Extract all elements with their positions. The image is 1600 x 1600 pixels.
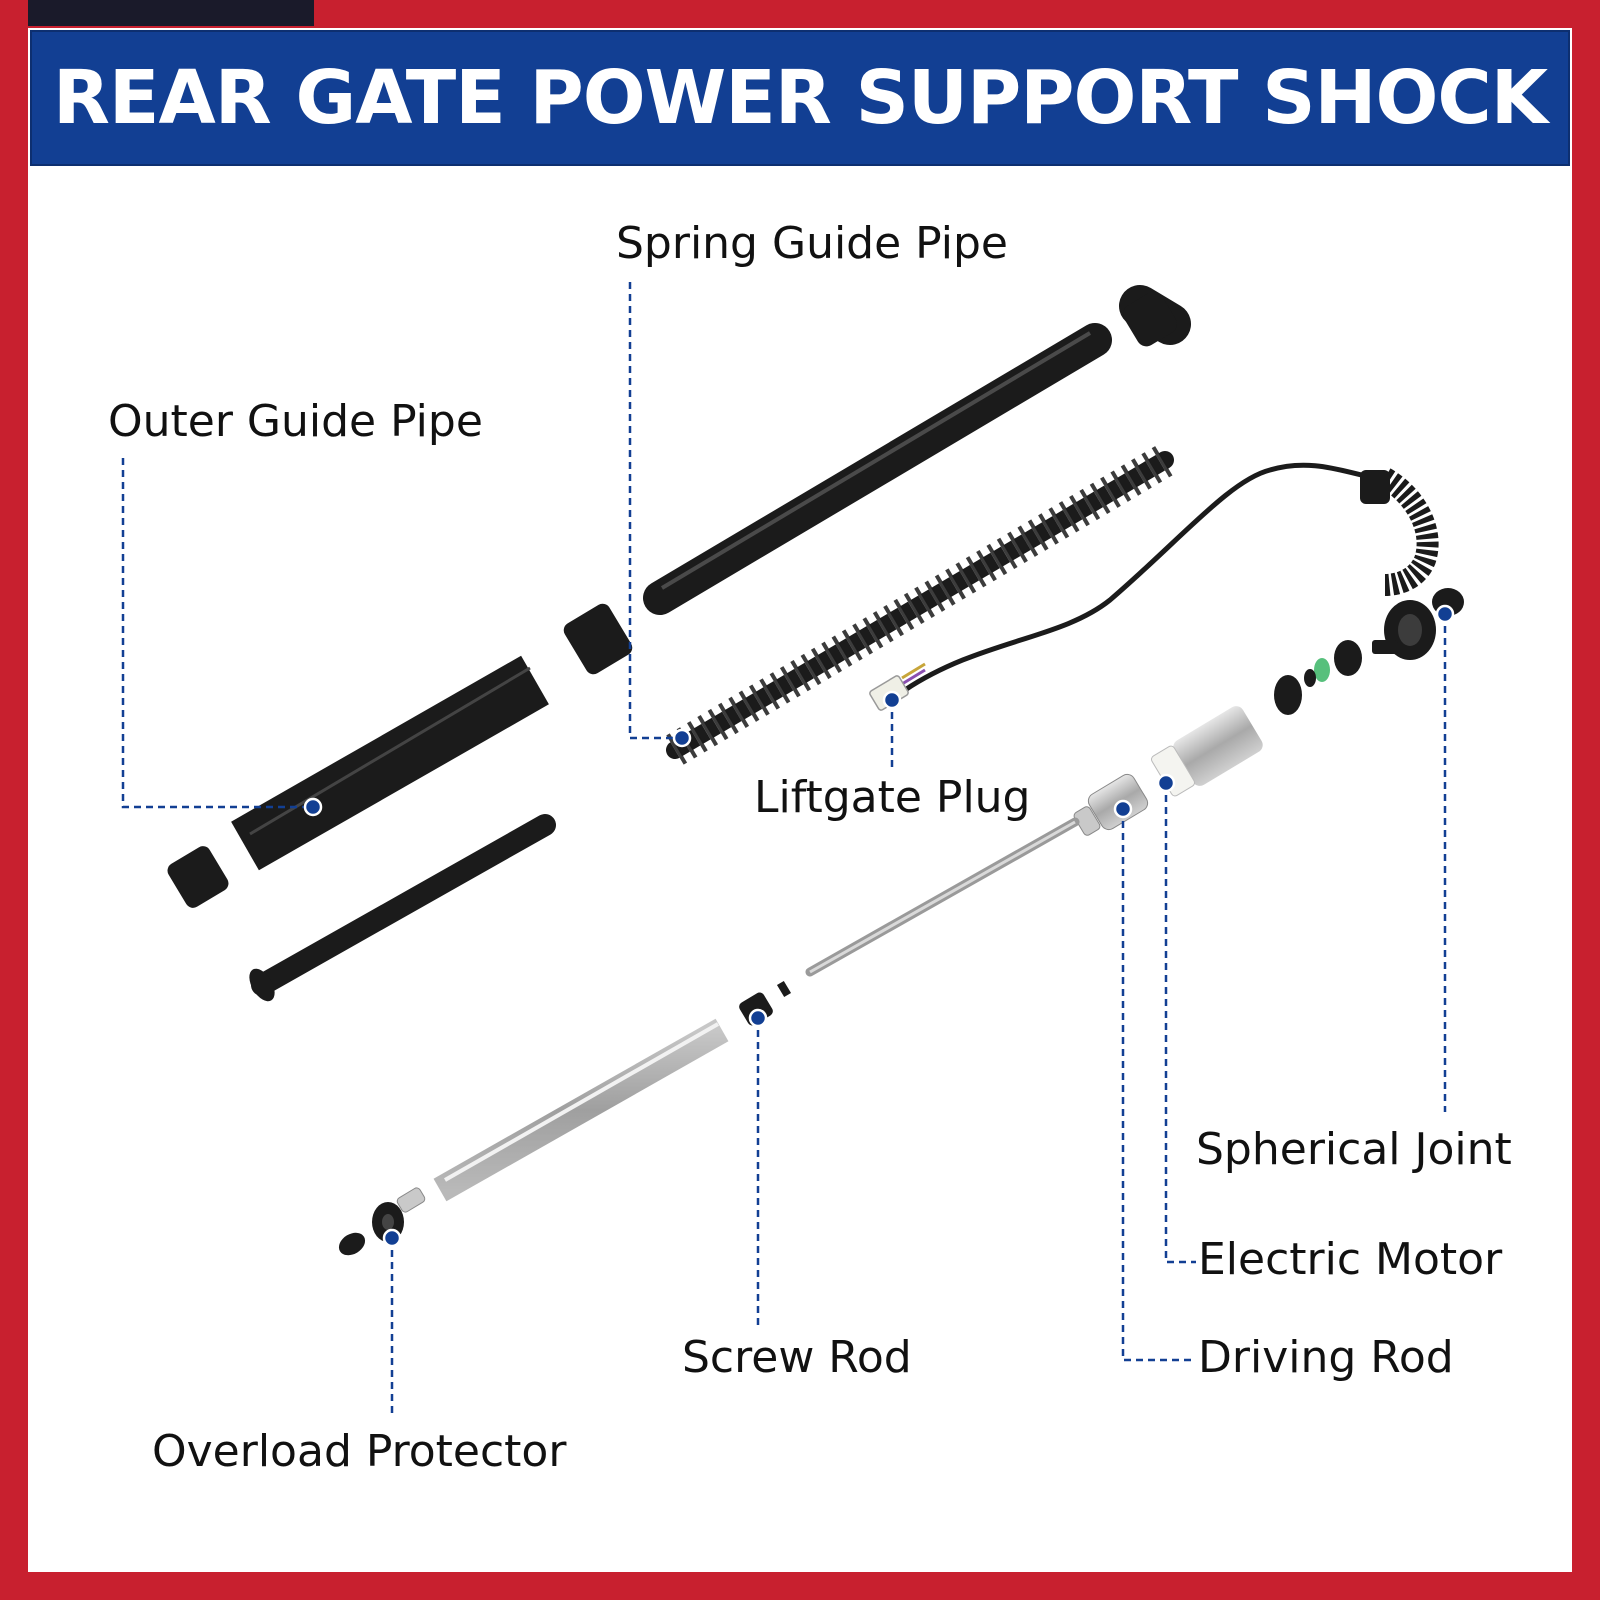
dot-screw-rod [748, 1008, 768, 1028]
leader-spring-guide-pipe [628, 282, 682, 740]
dot-outer-guide-pipe [303, 797, 323, 817]
leader-dots [303, 604, 1455, 1248]
inner-rod [249, 814, 556, 1002]
leader-electric-motor [1164, 783, 1196, 1264]
dot-driving-rod [1113, 799, 1133, 819]
leader-lines [121, 282, 1447, 1418]
leader-driving-rod [1121, 809, 1196, 1362]
label-spring-guide-pipe: Spring Guide Pipe [616, 218, 1008, 269]
label-electric-motor: Electric Motor [1198, 1234, 1503, 1285]
label-outer-guide-pipe: Outer Guide Pipe [108, 396, 483, 447]
electric-motor-part [1150, 706, 1263, 797]
label-driving-rod: Driving Rod [1198, 1332, 1454, 1383]
leader-outer-guide-pipe [121, 458, 313, 809]
driving-rod-part [1073, 773, 1149, 836]
outer-guide-pipe-part [231, 655, 549, 871]
outer-end-cap [167, 846, 229, 908]
dot-spring-guide-pipe [672, 728, 692, 748]
dot-electric-motor [1156, 773, 1176, 793]
upper-end-cap [1119, 285, 1191, 347]
dot-spherical-joint [1435, 604, 1455, 624]
dot-overload-protector [382, 1228, 402, 1248]
page-title: REAR GATE POWER SUPPORT SHOCK [52, 55, 1548, 141]
label-liftgate-plug: Liftgate Plug [754, 772, 1031, 823]
upper-pipe [643, 323, 1112, 615]
lead-screw [805, 817, 1080, 977]
spherical-joint-part [1274, 588, 1464, 715]
overload-protector-part [338, 1187, 426, 1256]
label-spherical-joint: Spherical Joint [1196, 1124, 1512, 1175]
middle-collar [563, 603, 633, 675]
cable-grommet [1360, 468, 1439, 596]
label-screw-rod: Screw Rod [682, 1332, 912, 1383]
corner-tab [28, 0, 314, 26]
spring [666, 445, 1174, 765]
label-overload-protector: Overload Protector [152, 1426, 567, 1477]
dot-liftgate-plug [882, 690, 902, 710]
screw-rod-tube [433, 1018, 729, 1202]
title-banner: REAR GATE POWER SUPPORT SHOCK [30, 30, 1570, 166]
